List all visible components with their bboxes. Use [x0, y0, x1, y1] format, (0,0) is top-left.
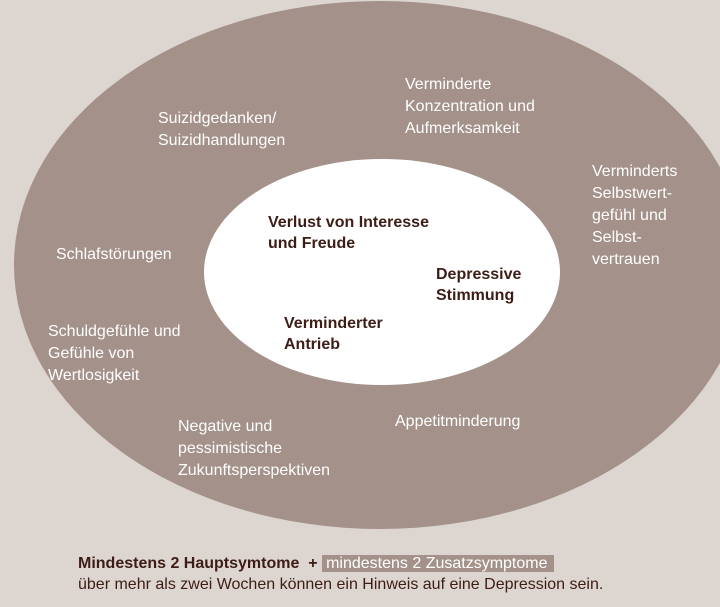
symptom-appetite: Appetitminderung [395, 413, 521, 430]
inner-ellipse-main-symptoms [204, 159, 560, 385]
footer-plus: + [308, 555, 318, 572]
symptom-suicide: Suizidgedanken/Suizidhandlungen [158, 110, 286, 149]
footer-line-2: über mehr als zwei Wochen können ein Hin… [78, 576, 604, 593]
symptom-sleep: Schlafstörungen [56, 246, 172, 263]
footer-additional-symptoms: mindestens 2 Zusatzsymptome [322, 555, 554, 572]
footer-line-1: Mindestens 2 Hauptsymtome + mindestens 2… [78, 555, 554, 573]
footer-main-symptoms: Mindestens 2 Hauptsymtome [78, 555, 300, 572]
